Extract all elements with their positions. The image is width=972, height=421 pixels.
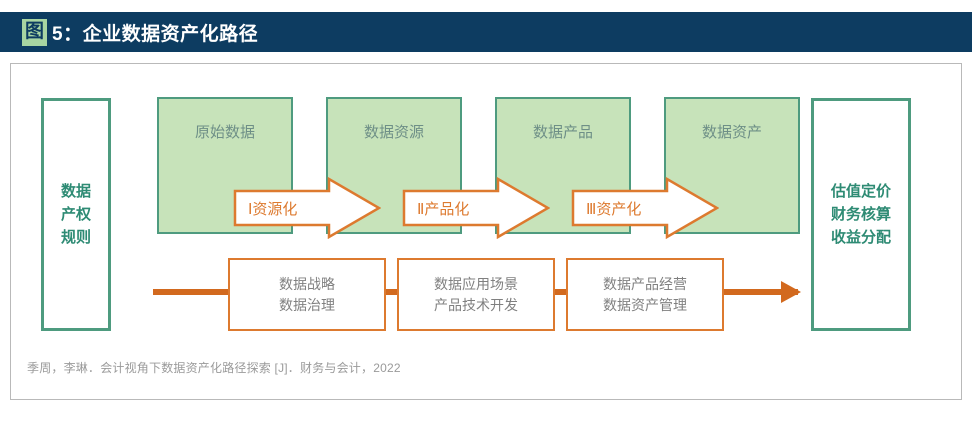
stage-box-label: 数据资产 — [701, 124, 762, 141]
process-arrow-2-label: Ⅱ产品化 — [417, 201, 470, 218]
source-note: 季周，李琳．会计视角下数据资产化路径探索 [J]．财务与会计，2022 — [27, 361, 401, 375]
diagram-panel: 数据 产权 规则 估值定价 财务核算 收益分配 原始数据 数据资源 数据产品 数… — [10, 63, 962, 400]
stage-box-label: 数据资源 — [363, 124, 424, 141]
connector-arrowhead — [781, 281, 801, 303]
task-box-line-1: 数据应用场景 — [434, 275, 518, 292]
left-box-line-1: 数据 — [60, 182, 91, 200]
task-box-strategy-governance: 数据战略 数据治理 — [228, 258, 386, 331]
left-box-data-property-rules: 数据 产权 规则 — [41, 98, 111, 331]
figure-badge: 图 — [22, 18, 48, 46]
page-title: 5：企业数据资产化路径 — [52, 23, 259, 45]
process-arrow-2 — [402, 177, 550, 239]
stage-box-raw-data: 原始数据 — [157, 97, 293, 234]
right-box-line-1: 估值定价 — [830, 182, 891, 200]
task-box-line-1: 数据产品经营 — [603, 275, 687, 292]
right-box-valuation-accounting: 估值定价 财务核算 收益分配 — [811, 98, 911, 331]
left-box-line-2: 产权 — [60, 205, 91, 223]
task-box-line-2: 数据资产管理 — [603, 296, 687, 313]
figure-title-bar: 图 5：企业数据资产化路径 — [0, 12, 972, 52]
task-box-line-1: 数据战略 — [279, 275, 335, 292]
task-box-operation-management: 数据产品经营 数据资产管理 — [566, 258, 724, 331]
process-arrow-3 — [571, 177, 719, 239]
process-arrow-1 — [233, 177, 381, 239]
left-box-line-3: 规则 — [60, 229, 91, 247]
process-arrow-3-label: Ⅲ资产化 — [586, 201, 642, 218]
stage-box-label: 原始数据 — [194, 124, 255, 141]
task-box-line-2: 数据治理 — [279, 296, 335, 313]
right-box-line-2: 财务核算 — [830, 205, 891, 223]
task-box-application-development: 数据应用场景 产品技术开发 — [397, 258, 555, 331]
process-arrow-1-label: Ⅰ资源化 — [248, 201, 298, 218]
task-box-line-2: 产品技术开发 — [434, 296, 518, 313]
right-box-line-3: 收益分配 — [830, 229, 891, 247]
stage-box-label: 数据产品 — [532, 124, 593, 141]
